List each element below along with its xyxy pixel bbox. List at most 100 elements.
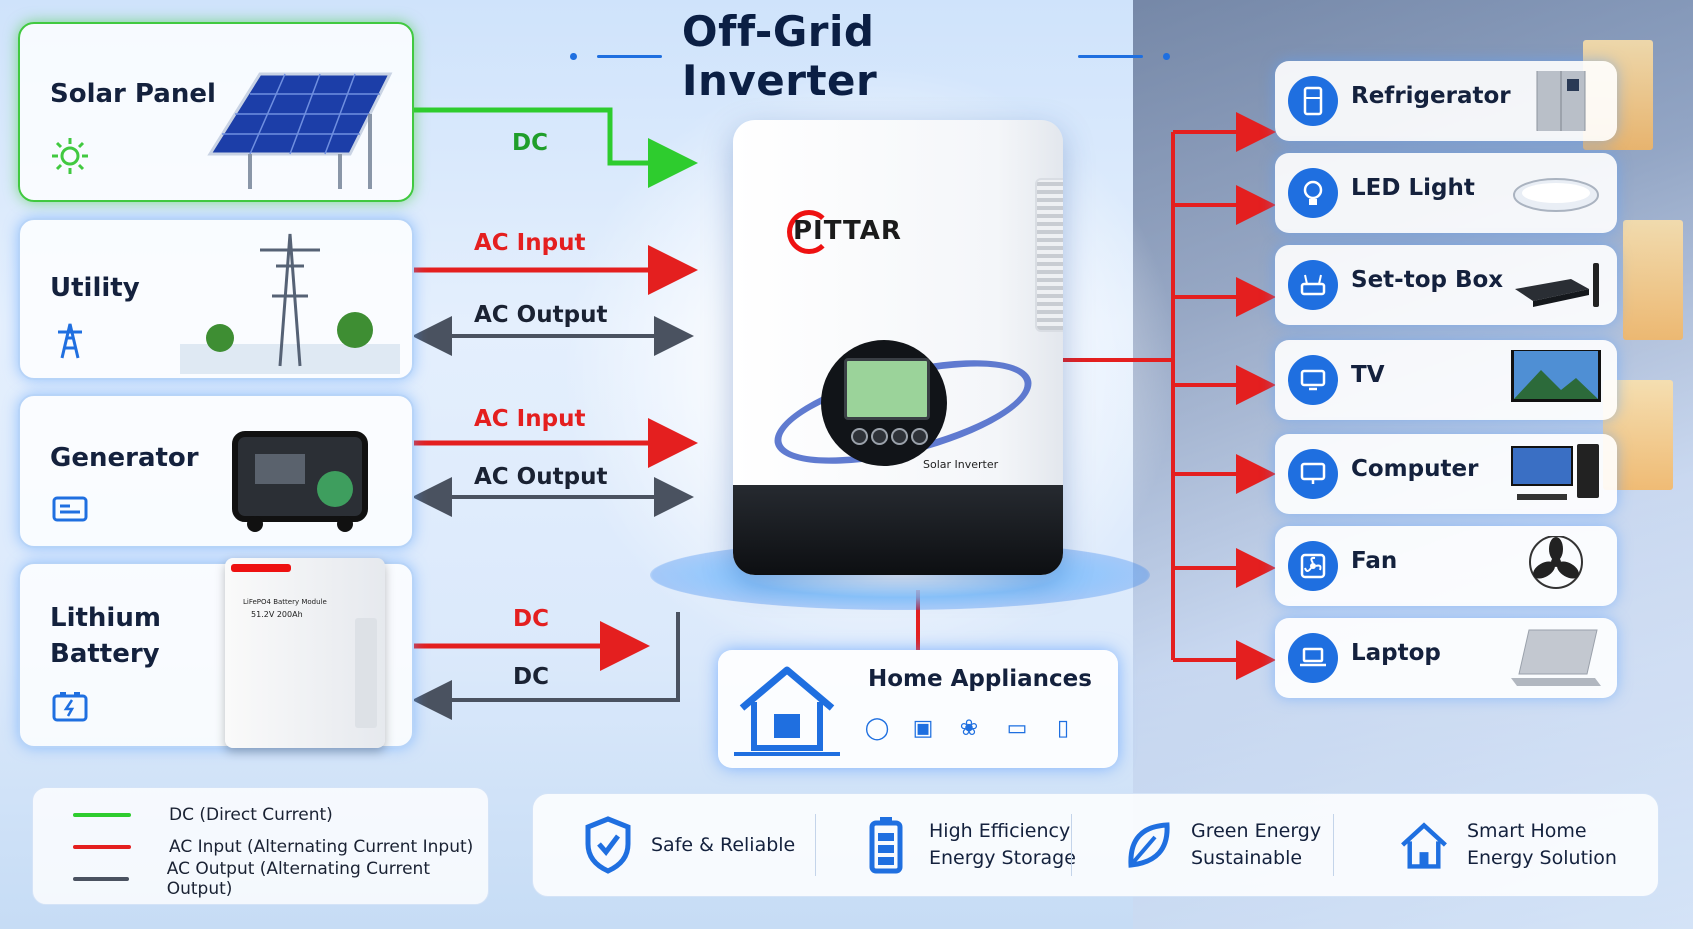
appliance-label: Refrigerator — [1351, 83, 1511, 109]
legend-item-dc: DC (Direct Current) — [73, 802, 333, 828]
brand-logo-ring — [787, 210, 831, 254]
fan-image — [1529, 536, 1583, 589]
inverter-lcd-screen — [844, 358, 930, 420]
computer-image — [1511, 444, 1599, 500]
appliance-label: Laptop — [1351, 640, 1441, 666]
legend-item-ac-output: AC Output (Alternating Current Output) — [73, 859, 488, 899]
feature-line1: Green Energy — [1191, 820, 1322, 842]
inverter-vent — [1035, 178, 1063, 332]
laptop-image — [1511, 629, 1601, 686]
led-light-image — [1513, 178, 1599, 212]
monitor-icon — [1288, 449, 1338, 499]
feature-line1: High Efficiency — [929, 820, 1071, 842]
laptop-icon — [1288, 633, 1338, 683]
fridge-icon: ▯ — [1056, 716, 1070, 741]
legend-label: DC (Direct Current) — [169, 805, 333, 825]
solar-panel-image — [207, 72, 393, 189]
feature-line2: Energy Solution — [1467, 847, 1617, 869]
house-icon — [734, 666, 840, 756]
feature-line2: Energy Storage — [929, 847, 1076, 869]
appliance-card-laptop: Laptop — [1275, 618, 1617, 698]
appliance-card-refrigerator: Refrigerator — [1275, 61, 1617, 141]
legend-swatch-ac-input — [73, 845, 131, 849]
generator-icon — [52, 496, 88, 522]
tv-icon — [1288, 355, 1338, 405]
generator-card: Generator — [18, 394, 414, 548]
appliance-card-computer: Computer — [1275, 434, 1617, 514]
solar-panel-label: Solar Panel — [50, 79, 216, 109]
bulb-icon — [1288, 168, 1338, 218]
legend-swatch-dc — [73, 813, 131, 817]
panel-button[interactable] — [871, 428, 888, 445]
appliance-card-fan: Fan — [1275, 526, 1617, 606]
feature-line1: Smart Home — [1467, 820, 1587, 842]
battery-dc-out-label: DC — [513, 664, 549, 690]
feature-high-efficiency: High Efficiency Energy Storage — [861, 794, 1076, 896]
feature-line2: Sustainable — [1191, 847, 1303, 869]
battery-icon — [52, 692, 88, 722]
battery-dc-in-label: DC — [513, 606, 549, 632]
appliance-card-led-light: LED Light — [1275, 153, 1617, 233]
shield-icon — [583, 815, 633, 875]
generator-image — [232, 431, 368, 532]
brand-logo: PITTAR — [793, 216, 902, 246]
generator-label: Generator — [50, 443, 199, 473]
title-bar: Off-Grid Inverter — [570, 7, 1170, 105]
utility-ac-input-label: AC Input — [474, 230, 586, 256]
set-top-box-image — [1515, 263, 1599, 307]
feature-smart-home: Smart Home Energy Solution — [1399, 794, 1617, 896]
feature-line1: Safe & Reliable — [651, 833, 796, 856]
tv-icon: ▣ — [912, 716, 934, 741]
legend-item-ac-input: AC Input (Alternating Current Input) — [73, 834, 473, 860]
inverter-base — [733, 485, 1063, 575]
title-dot — [570, 52, 577, 60]
panel-button[interactable] — [911, 428, 928, 445]
sun-icon — [52, 138, 88, 174]
battery-module-top — [231, 564, 291, 572]
utility-tower-image — [180, 233, 400, 374]
battery-module-panel — [355, 618, 377, 728]
panel-button[interactable] — [851, 428, 868, 445]
battery-module-text: LiFePO4 Battery Module — [243, 598, 327, 606]
utility-label: Utility — [50, 273, 140, 303]
title-line — [596, 54, 662, 58]
legend-label: AC Output (Alternating Current Output) — [166, 859, 430, 899]
solar-dc-wire — [412, 107, 698, 188]
feature-green-energy: Green Energy Sustainable — [1123, 794, 1321, 896]
battery-label-line1: Lithium — [50, 603, 161, 633]
appliance-label: TV — [1351, 362, 1385, 388]
battery-module-spec: 51.2V 200Ah — [251, 610, 303, 619]
home-appliances-title: Home Appliances — [868, 666, 1092, 692]
feature-separator — [1333, 814, 1334, 876]
utility-card: Utility — [18, 218, 414, 380]
tv-image — [1511, 350, 1601, 402]
appliance-label: Fan — [1351, 548, 1398, 574]
legend-swatch-ac-output — [73, 877, 129, 881]
utility-ac-output-label: AC Output — [474, 302, 608, 328]
fan-icon: ❀ — [959, 716, 979, 741]
feature-safe-reliable: Safe & Reliable — [583, 794, 795, 896]
feature-separator — [815, 814, 816, 876]
panel-button[interactable] — [891, 428, 908, 445]
appliance-label: Computer — [1351, 456, 1479, 482]
router-icon — [1288, 260, 1338, 310]
appliance-label: Set-top Box — [1351, 267, 1504, 293]
page-title: Off-Grid Inverter — [681, 7, 878, 105]
generator-ac-input-label: AC Input — [474, 406, 586, 432]
laptop-icon: ▭ — [1006, 716, 1028, 741]
appliance-card-tv: TV — [1275, 340, 1617, 420]
leaf-icon — [1123, 815, 1173, 875]
home-appliances-box: Home Appliances ◯ ▣ ❀ ▭ ▯ — [718, 650, 1118, 768]
smart-home-icon — [1399, 815, 1449, 875]
generator-ac-output-label: AC Output — [474, 464, 608, 490]
title-line — [1078, 54, 1144, 58]
solar-dc-label: DC — [512, 130, 548, 156]
appliance-label: LED Light — [1351, 175, 1475, 201]
fan-icon — [1288, 541, 1338, 591]
fridge-icon — [1288, 76, 1338, 126]
feature-separator — [1071, 814, 1072, 876]
battery-module-image: LiFePO4 Battery Module 51.2V 200Ah — [225, 558, 385, 748]
refrigerator-image — [1536, 71, 1586, 131]
solar-panel-card: Solar Panel — [18, 22, 414, 202]
